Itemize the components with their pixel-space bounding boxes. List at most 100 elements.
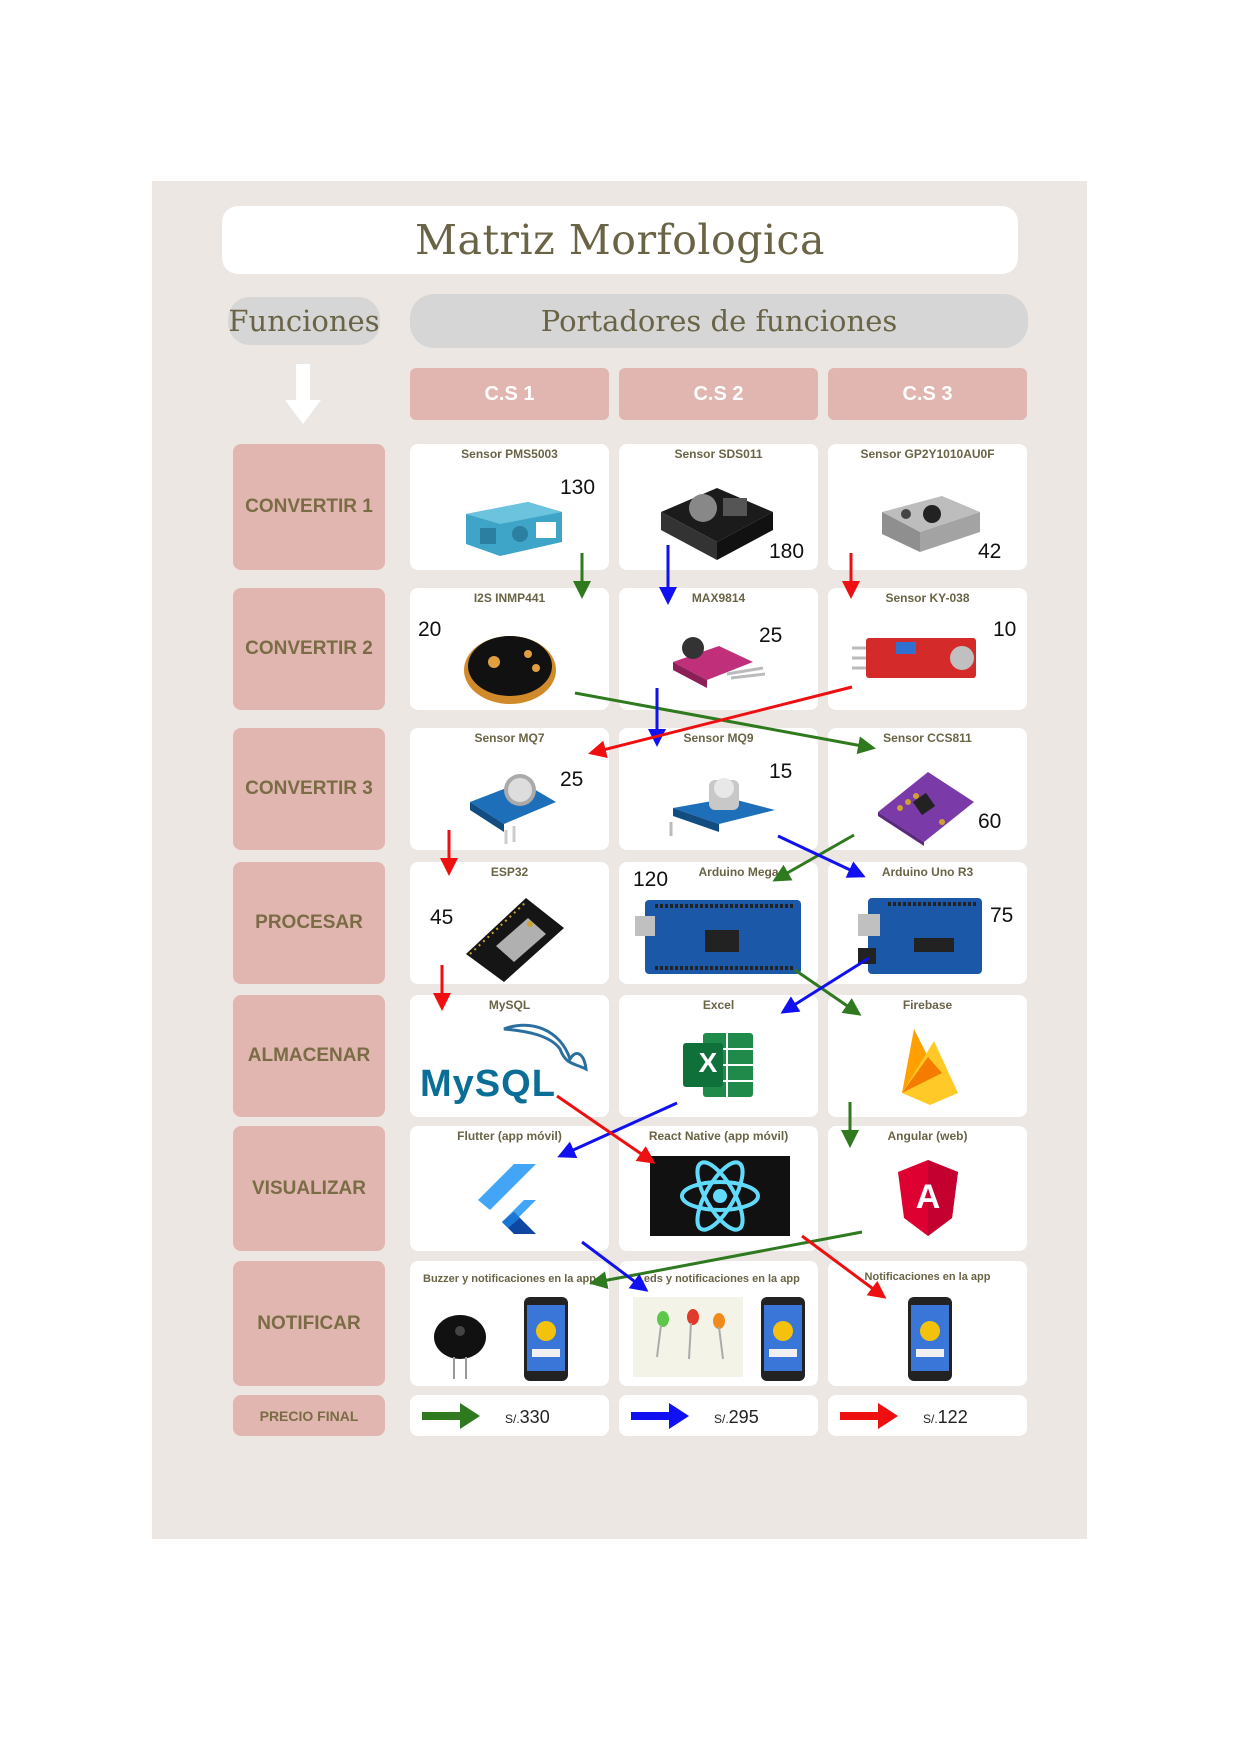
row-label-text: CONVERTIR 2 bbox=[245, 638, 373, 659]
cell-arduino-uno: Arduino Uno R3 75 bbox=[828, 862, 1027, 984]
row-label-convertir-3: CONVERTIR 3 bbox=[233, 728, 385, 850]
cell-app-notifications: Notificaciones en la app bbox=[828, 1261, 1027, 1386]
concept-header-2: C.S 2 bbox=[619, 368, 818, 420]
cell-title: Excel bbox=[702, 998, 735, 1012]
flutter-icon bbox=[478, 1164, 536, 1234]
sensor-mq9-image bbox=[669, 778, 775, 836]
cell-sensor-pms5003: Sensor PMS5003 130 bbox=[410, 444, 609, 570]
cell-value: 75 bbox=[990, 904, 1014, 927]
cell-sensor-gp2y: Sensor GP2Y1010AU0F 42 bbox=[828, 444, 1027, 570]
mysql-logo: MySQL bbox=[420, 1063, 556, 1105]
cell-angular: Angular (web) A bbox=[828, 1126, 1027, 1251]
cell-title: Sensor PMS5003 bbox=[461, 447, 558, 461]
row-label-notificar: NOTIFICAR bbox=[233, 1261, 385, 1386]
price-value: S/.295 bbox=[714, 1407, 759, 1428]
cell-esp32: ESP32 45 bbox=[410, 862, 609, 984]
cell-flutter: Flutter (app móvil) bbox=[410, 1126, 609, 1251]
concept-header-2-label: C.S 2 bbox=[693, 382, 744, 405]
arduino-uno-image bbox=[858, 898, 982, 974]
price-cell-1: S/.330 bbox=[410, 1395, 609, 1436]
sensor-mq7-image bbox=[470, 774, 556, 844]
cell-title: Sensor GP2Y1010AU0F bbox=[860, 447, 995, 461]
cell-buzzer: Buzzer y notificaciones en la app bbox=[410, 1261, 609, 1386]
funciones-header-label: Funciones bbox=[228, 304, 380, 338]
arrow-right-icon bbox=[631, 1403, 689, 1429]
cell-value: 130 bbox=[560, 476, 596, 499]
leds-icon bbox=[633, 1297, 743, 1377]
cell-value: 15 bbox=[769, 760, 793, 783]
sensor-ccs811-image bbox=[878, 772, 974, 846]
cell-value: 42 bbox=[978, 540, 1002, 563]
buzzer-icon bbox=[434, 1315, 486, 1379]
cell-title: Flutter (app móvil) bbox=[457, 1129, 562, 1143]
row-label-convertir-2: CONVERTIR 2 bbox=[233, 588, 385, 710]
cell-title: Buzzer y notificaciones en la app bbox=[423, 1273, 596, 1285]
row-label-text: ALMACENAR bbox=[247, 1045, 371, 1066]
price-amount: 295 bbox=[728, 1407, 759, 1427]
cell-title: I2S INMP441 bbox=[473, 591, 546, 605]
cell-value: 120 bbox=[633, 868, 669, 891]
cell-title: Sensor MQ9 bbox=[683, 731, 754, 745]
cell-sensor-ccs811: Sensor CCS811 60 bbox=[828, 728, 1027, 850]
title-box: Matriz Morfologica bbox=[222, 206, 1018, 274]
row-label-precio-final: PRECIO FINAL bbox=[233, 1395, 385, 1436]
cell-sensor-mq9: Sensor MQ9 15 bbox=[619, 728, 818, 850]
cell-title: ESP32 bbox=[490, 865, 529, 879]
row-label-text: CONVERTIR 1 bbox=[245, 496, 373, 517]
row-label-convertir-1: CONVERTIR 1 bbox=[233, 444, 385, 570]
cell-title: Leds y notificaciones en la app bbox=[637, 1273, 800, 1285]
mic-max9814-image bbox=[673, 637, 766, 688]
cell-excel: Excel X bbox=[619, 995, 818, 1117]
sensor-ky038-image bbox=[852, 638, 976, 678]
price-amount: 330 bbox=[519, 1407, 550, 1427]
cell-sensor-mq7: Sensor MQ7 25 bbox=[410, 728, 609, 850]
phone-alert-icon bbox=[761, 1297, 805, 1381]
cell-title: Firebase bbox=[902, 998, 953, 1012]
price-amount: 122 bbox=[937, 1407, 968, 1427]
cell-title: Sensor SDS011 bbox=[674, 447, 763, 461]
arduino-mega-image bbox=[635, 900, 801, 974]
cell-title: Arduino Uno R3 bbox=[881, 865, 974, 879]
sensor-gp2y-image bbox=[882, 496, 980, 552]
concept-header-1-label: C.S 1 bbox=[484, 382, 535, 405]
row-label-text: CONVERTIR 3 bbox=[245, 778, 373, 799]
price-cell-3: S/.122 bbox=[828, 1395, 1027, 1436]
cell-react-native: React Native (app móvil) bbox=[619, 1126, 818, 1251]
cell-value: 20 bbox=[418, 618, 442, 641]
arrow-right-icon bbox=[422, 1403, 480, 1429]
excel-logo-letter: X bbox=[698, 1047, 718, 1078]
cell-title: Sensor CCS811 bbox=[883, 731, 972, 745]
mic-inmp441-image bbox=[464, 636, 556, 704]
cell-title: Sensor KY-038 bbox=[885, 591, 970, 605]
cell-sensor-ky038: Sensor KY-038 10 bbox=[828, 588, 1027, 710]
phone-alert-icon bbox=[524, 1297, 568, 1381]
cell-value: 10 bbox=[993, 618, 1017, 641]
row-label-text: NOTIFICAR bbox=[257, 1312, 361, 1334]
angular-logo-letter: A bbox=[915, 1178, 941, 1216]
cell-max9814: MAX9814 25 bbox=[619, 588, 818, 710]
currency: S/. bbox=[714, 1412, 729, 1426]
angular-icon bbox=[898, 1160, 958, 1236]
price-cell-2: S/.295 bbox=[619, 1395, 818, 1436]
page-title: Matriz Morfologica bbox=[415, 216, 825, 264]
firebase-icon bbox=[902, 1029, 958, 1105]
row-label-procesar: PROCESAR bbox=[233, 862, 385, 984]
cell-title: Sensor MQ7 bbox=[474, 731, 545, 745]
currency: S/. bbox=[505, 1412, 520, 1426]
row-label-visualizar: VISUALIZAR bbox=[233, 1126, 385, 1251]
cell-value: 25 bbox=[759, 624, 783, 647]
cell-value: 25 bbox=[560, 768, 584, 791]
cell-arduino-mega: Arduino Mega 120 bbox=[619, 862, 818, 984]
funciones-header: Funciones bbox=[228, 297, 380, 345]
row-label-text: PRECIO FINAL bbox=[259, 1407, 359, 1424]
row-label-text: VISUALIZAR bbox=[252, 1177, 366, 1199]
row-label-almacenar: ALMACENAR bbox=[233, 995, 385, 1117]
cell-title: MAX9814 bbox=[691, 591, 746, 605]
cell-leds: Leds y notificaciones en la app bbox=[619, 1261, 818, 1386]
portadores-header: Portadores de funciones bbox=[410, 294, 1028, 348]
price-value: S/.330 bbox=[505, 1407, 550, 1428]
cell-i2s-inmp441: I2S INMP441 20 bbox=[410, 588, 609, 710]
arrow-right-icon bbox=[840, 1403, 898, 1429]
cell-value: 180 bbox=[769, 540, 805, 563]
cell-value: 60 bbox=[978, 810, 1002, 833]
